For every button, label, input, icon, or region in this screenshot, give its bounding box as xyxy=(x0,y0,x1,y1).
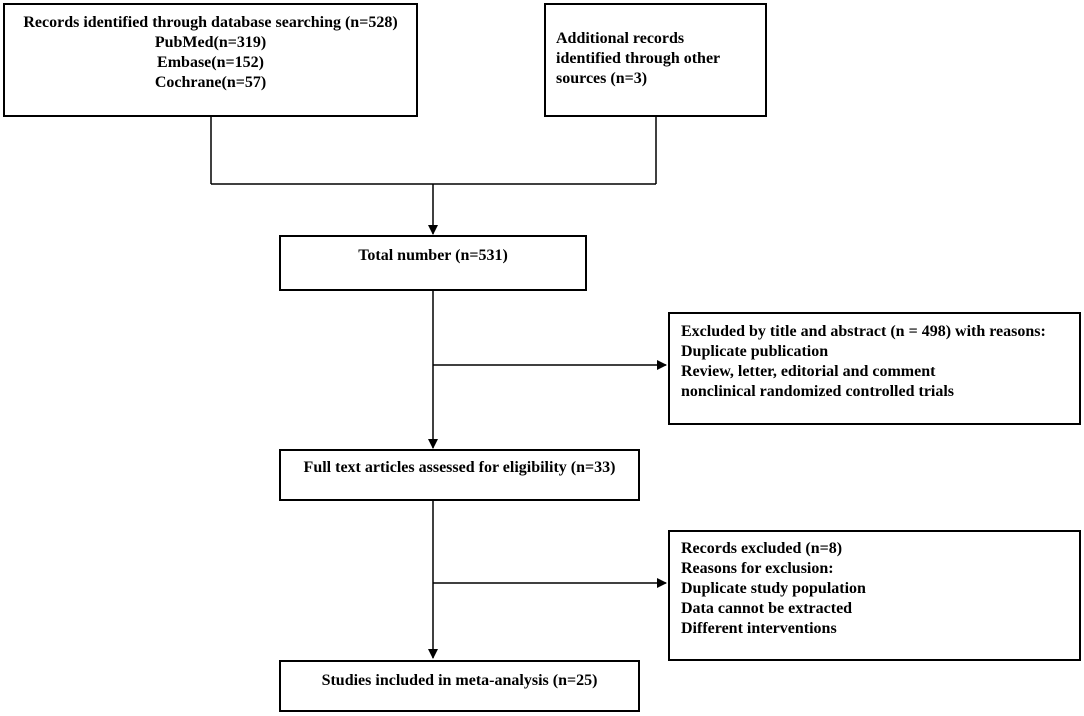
records-excluded-heading: Records excluded (n=8) xyxy=(681,540,843,557)
studies-included-box: Studies included in meta-analysis (n=25) xyxy=(279,660,640,712)
total-number-text: Total number (n=531) xyxy=(358,247,508,264)
studies-included-text: Studies included in meta-analysis (n=25) xyxy=(321,672,598,689)
records-excluded-box: Records excluded (n=8) Reasons for exclu… xyxy=(668,530,1081,661)
fulltext-assessed-text: Full text articles assessed for eligibil… xyxy=(303,459,616,476)
database-records-title: Records identified through database sear… xyxy=(23,14,398,31)
total-number-box: Total number (n=531) xyxy=(279,235,587,291)
additional-records-line-2: identified through other xyxy=(556,50,721,67)
cochrane-count: Cochrane(n=57) xyxy=(154,74,267,91)
additional-records-line-1: Additional records xyxy=(556,30,685,47)
reason-duplicate-study-population: Duplicate study population xyxy=(681,580,866,597)
additional-records-line-3: sources (n=3) xyxy=(556,70,648,87)
embase-count: Embase(n=152) xyxy=(157,54,264,71)
pubmed-count: PubMed(n=319) xyxy=(154,34,267,51)
reason-different-interventions: Different interventions xyxy=(681,620,837,637)
excluded-reason-nonclinical: nonclinical randomized controlled trials xyxy=(681,383,955,400)
excluded-title-heading: Excluded by title and abstract (n = 498)… xyxy=(681,323,1046,340)
fulltext-assessed-box: Full text articles assessed for eligibil… xyxy=(279,449,640,501)
excluded-reason-review-letter: Review, letter, editorial and comment xyxy=(681,363,936,380)
database-records-box: Records identified through database sear… xyxy=(3,3,418,117)
additional-records-box: Additional records identified through ot… xyxy=(544,3,767,117)
excluded-reason-duplicate-publication: Duplicate publication xyxy=(681,343,829,360)
reasons-for-exclusion-label: Reasons for exclusion: xyxy=(681,560,834,577)
excluded-title-abstract-box: Excluded by title and abstract (n = 498)… xyxy=(668,312,1081,425)
reason-data-not-extractable: Data cannot be extracted xyxy=(681,600,853,617)
